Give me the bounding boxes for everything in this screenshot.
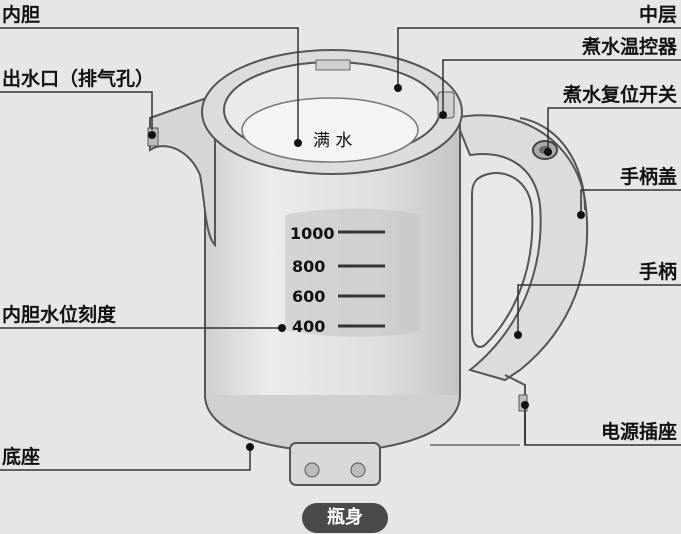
lid-tab [315,59,351,71]
scale-label-400: 400 [292,317,326,336]
handle-shape [453,114,589,382]
label-reset-switch: 煮水复位开关 [562,84,677,106]
connector-pin-right [350,462,366,478]
label-thermostat: 煮水温控器 [581,36,677,58]
scale-label-600: 600 [292,287,326,306]
label-inner-scale: 内胆水位刻度 [2,304,117,326]
scale-window [285,208,420,337]
base-connector [289,442,381,486]
spout-shape [149,93,216,248]
label-base: 底座 [2,446,41,468]
label-handle: 手柄 [638,261,677,283]
handle-cover-shape [519,117,586,211]
liner-opening [241,97,419,163]
label-handle-cover: 手柄盖 [619,166,677,188]
handle-inner [471,172,534,348]
label-middle-layer: 中层 [638,4,677,26]
label-spout: 出水口（排气孔） [2,68,155,90]
full-water-mark: 满 水 [313,131,353,151]
scale-label-800: 800 [292,257,326,276]
label-inner-liner: 内胆 [2,4,41,26]
connector-pin-left [304,462,320,478]
leader-lines [0,27,681,471]
label-power-socket: 电源插座 [600,421,677,443]
scale-label-1000: 1000 [290,224,335,243]
footer-pill: 瓶身 [302,503,388,533]
leader-dots [148,84,585,451]
